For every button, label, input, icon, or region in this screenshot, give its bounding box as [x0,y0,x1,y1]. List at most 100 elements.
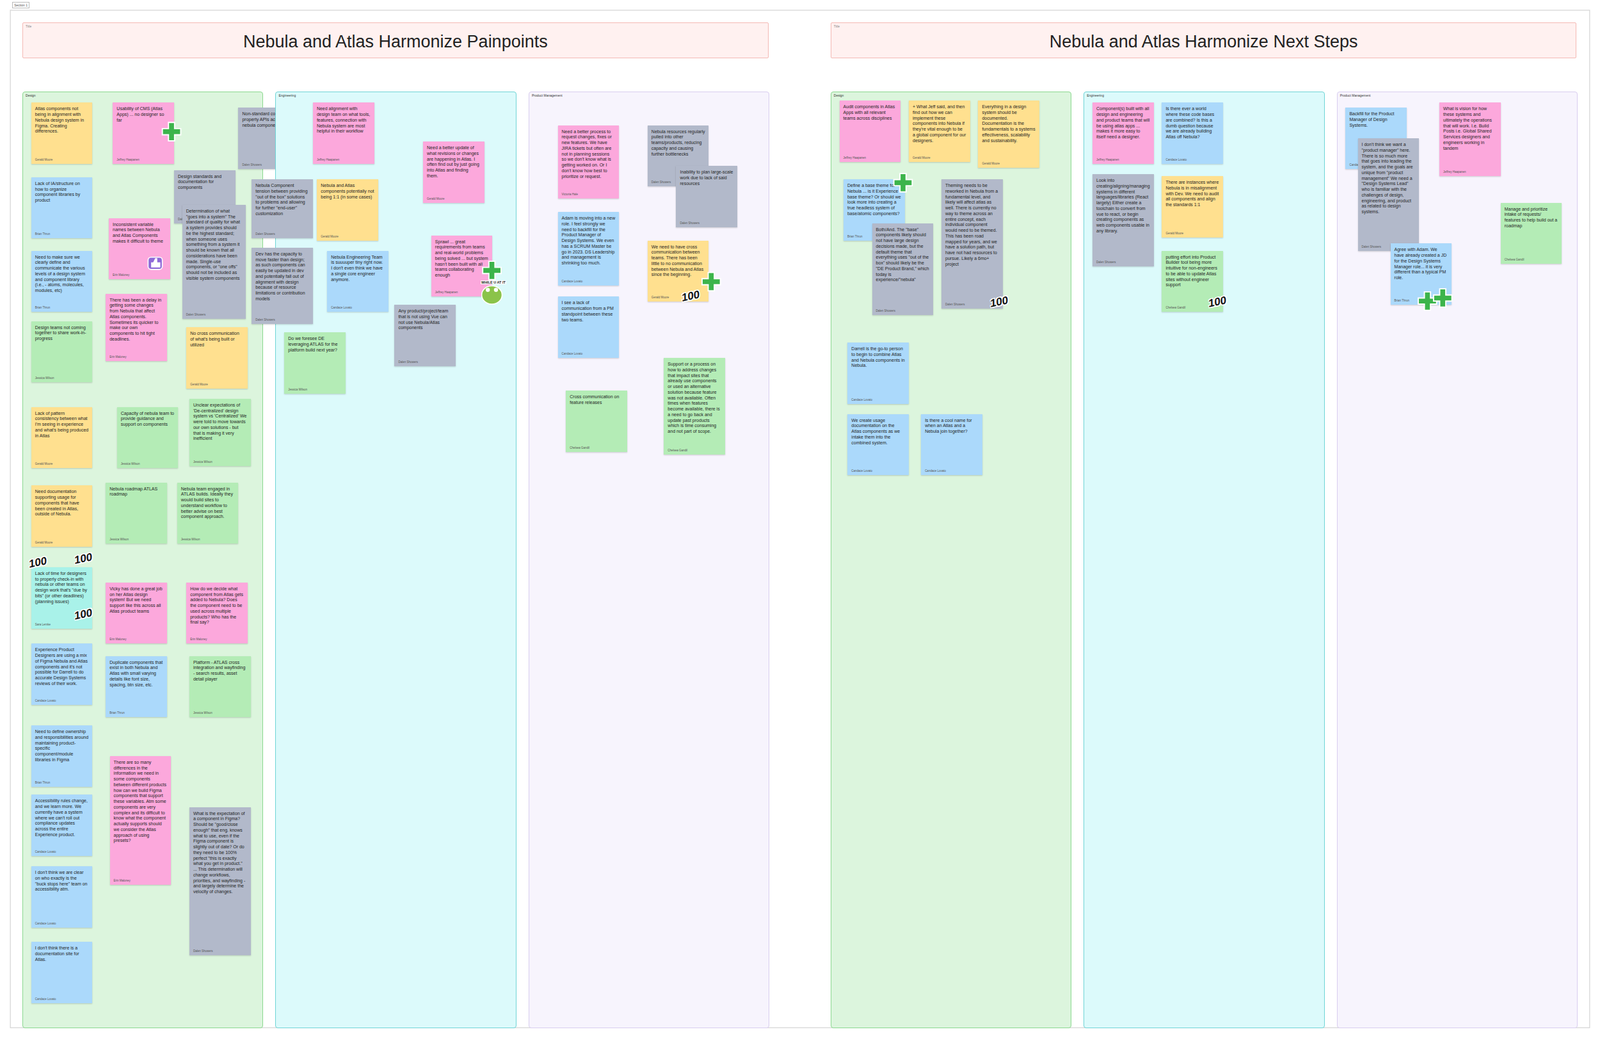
note-author: Brian Thrun [35,302,89,310]
note-author: Jeffrey Haapanen [316,154,371,162]
frame-tag: Title [25,24,32,29]
note-text: Sprawl ... great requirements from teams… [435,239,489,279]
note-author: Erin Maloney [109,352,164,359]
note-author: Gerald Moore [35,537,89,544]
note-text: How do we decide what component from Atl… [190,586,244,626]
note-text: Manage and prioritize intake of requests… [1504,206,1559,230]
note-text: Component(s) built with all design and e… [1096,106,1151,141]
note-author: Candace Lovato [35,918,89,925]
note-text: Lack of IA/structure on how to organize … [35,181,89,204]
note-text: Audit components in Atlas Apps with all … [843,104,898,121]
note-author: Candace Lovato [35,695,89,703]
sticky-note: I don't think there is a documentation s… [31,941,93,1003]
sticky-note: Audit components in Atlas Apps with all … [839,100,902,162]
note-author: Chelsea Gandil [667,445,722,452]
sticky-note: + What Jeff said, and then find out how … [908,100,971,162]
note-text: Capacity of nebula team to provide guida… [120,410,175,428]
note-author: Dalen Showers [398,357,452,364]
sticky-note: No cross communication of what's being b… [186,327,248,389]
note-author: Candace Lovato [851,394,905,402]
note-author: Dalen Showers [255,229,310,236]
note-text: Nebula roadmap ATLAS roadmap [109,486,164,498]
note-text: Need to make sure we clearly define and … [35,254,89,294]
note-author: Jessica Wilson [109,534,164,541]
note-text: Atlas components not being in alignment … [35,106,89,135]
note-author: Gerald Moore [912,152,967,160]
sticky-note: Accessibility rules change, and we learn… [31,794,93,856]
frog-sticker [481,285,503,304]
section-panel: EngineeringComponent(s) built with all d… [1083,91,1325,1028]
section-panel: DesignAtlas components not being in alig… [22,91,264,1028]
note-author: Jeffrey Haapanen [843,152,898,160]
note-author: Dalen Showers [186,309,242,317]
sticky-note: I don't think we are clear on who exactl… [31,865,93,928]
note-author: Gerald Moore [426,193,481,201]
note-text: Lack of pattern consistency between what… [35,410,89,440]
sticky-note: Darrell is the go-to person to begin to … [847,342,909,404]
sticky-note: Design teams not coming together to shar… [31,321,93,383]
sticky-note: Manage and prioritize intake of requests… [1500,202,1563,265]
note-text: There are instances where Nebula is in m… [1165,179,1220,208]
sticky-note: Lack of pattern consistency between what… [31,407,93,469]
note-text: Adam is moving into a new role. I feel s… [561,215,616,267]
sticky-note: Everything in a design system should be … [977,100,1040,168]
sticky-note: Support or a process on how to address c… [663,357,726,455]
note-author: Jessica Wilson [120,458,175,466]
note-author: Dalen Showers [1096,257,1151,264]
note-author: Brian Thrun [1394,295,1449,303]
note-text: I see a lack of communication from a PM … [561,300,616,323]
note-text: What is the expectation of a component i… [193,810,248,895]
note-author: Victoria Hale [561,189,616,196]
sticky-note: Nebula Component tension between providi… [251,179,313,239]
note-text: I don't think there is a documentation s… [35,945,89,962]
panel-heading: Product Management [1340,93,1371,98]
note-text: Determination of what "goes into a syste… [186,208,242,282]
note-author: Jeffrey Haapanen [435,287,489,294]
note-text: Experience Product Designers are using a… [35,647,89,687]
note-author: Gerald Moore [320,231,375,239]
note-text: Is there a cool name for when an Atlas a… [924,417,979,435]
note-author: Chelsea Gandil [1504,254,1559,262]
note-text: Theming needs to be reworked in Nebula f… [945,183,1000,267]
note-text: Usability of CMS (Atlas Apps) ... no des… [116,106,171,123]
sticky-note: Unclear expectations of 'De-centralized'… [189,398,251,466]
board-title: Nebula and Atlas Harmonize Next Steps [831,32,1576,52]
note-author: Jessica Wilson [35,373,89,380]
note-text: There are so many differences in the inf… [113,759,168,844]
note-author: Erin Maloney [190,634,244,641]
panel-heading: Engineering [1086,93,1104,98]
note-author: Gerald Moore [35,458,89,466]
sticky-note: Nebula team engaged in ATLAS builds. Ide… [177,482,239,544]
sticky-note: Determination of what "goes into a syste… [182,204,246,320]
note-text: Everything in a design system should be … [981,104,1036,144]
sticky-note: Adam is moving into a new role. I feel s… [558,211,620,286]
note-text: We need to have cross communication betw… [651,244,706,279]
note-author: Jessica Wilson [288,384,342,392]
note-text: Any product/project/team that is not usi… [398,308,452,331]
sticky-note: I don't think we want a "product manager… [1358,138,1420,251]
sticky-note: Theming needs to be reworked in Nebula f… [941,179,1003,309]
note-text: Dev has the capacity to move faster than… [255,251,310,303]
sticky-note: Capacity of nebula team to provide guida… [117,407,179,469]
thumbs-up-sticker [147,257,162,270]
note-text: There has been a delay in getting some c… [109,297,164,343]
note-text: Need documentation supporting usage for … [35,488,89,518]
note-author: Jeffrey Haapanen [1443,167,1497,174]
note-author: Candace Lovato [561,348,616,356]
note-author: Jeffrey Haapanen [1096,154,1151,162]
section-frame [10,10,1590,1028]
sticky-note: Is there a cool name for when an Atlas a… [920,414,983,476]
section-panel: Product ManagementBackfill for the Produ… [1336,91,1578,1028]
note-author: Dalen Showers [876,305,930,313]
note-author: Candace Lovato [35,993,89,1001]
sticky-note: There are instances where Nebula is in m… [1161,176,1224,238]
title-band: TitleNebula and Atlas Harmonize Next Ste… [830,22,1577,59]
note-author: Jessica Wilson [193,456,248,464]
note-author: Dalen Showers [255,314,310,322]
note-author: Candace Lovato [330,302,385,310]
sticky-note: Platform - ATLAS cross integration and w… [189,656,251,718]
sticky-note: Component(s) built with all design and e… [1092,102,1154,164]
note-text: Accessibility rules change, and we learn… [35,798,89,838]
note-text: I don't think we are clear on who exactl… [35,869,89,893]
sticky-note: What is the expectation of a component i… [189,807,251,955]
